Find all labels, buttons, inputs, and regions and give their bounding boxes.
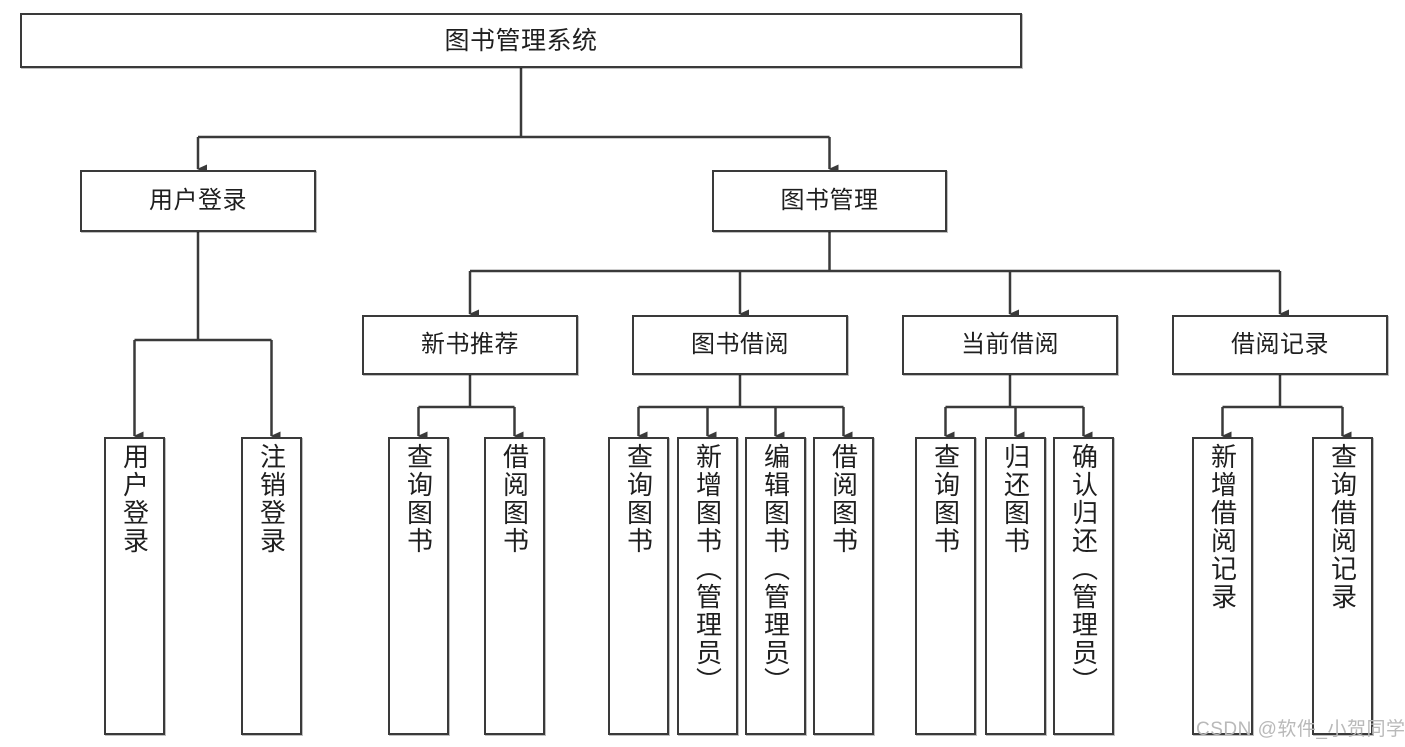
node-label: 借阅图书 — [499, 443, 530, 555]
node-leaf-borrow-1[interactable]: 借阅图书 — [484, 437, 545, 735]
node-label: 归还图书 — [1000, 443, 1031, 555]
node-label: 注销登录 — [256, 443, 287, 555]
node-leaf-return[interactable]: 归还图书 — [985, 437, 1046, 735]
node-label: 编辑图书（管理员） — [760, 443, 791, 695]
node-label: 新增借阅记录 — [1207, 443, 1238, 611]
node-leaf-q-book-3[interactable]: 查询图书 — [915, 437, 976, 735]
node-leaf-q-book-2[interactable]: 查询图书 — [608, 437, 669, 735]
node-label: 新书推荐 — [421, 330, 519, 358]
node-label: 借阅记录 — [1231, 330, 1329, 358]
node-book-manage[interactable]: 图书管理 — [712, 170, 947, 232]
node-label: 当前借阅 — [961, 330, 1059, 358]
node-leaf-q-rec[interactable]: 查询借阅记录 — [1312, 437, 1373, 735]
node-label: 查询借阅记录 — [1327, 443, 1358, 611]
node-label: 借阅图书 — [828, 443, 859, 555]
node-leaf-confirm[interactable]: 确认归还（管理员） — [1053, 437, 1114, 735]
node-label: 新增图书（管理员） — [692, 443, 723, 695]
node-leaf-logout[interactable]: 注销登录 — [241, 437, 302, 735]
node-leaf-borrow-2[interactable]: 借阅图书 — [813, 437, 874, 735]
node-label: 查询图书 — [623, 443, 654, 555]
watermark-text: CSDN @软件_小贺同学 — [1196, 719, 1405, 740]
node-leaf-add-rec[interactable]: 新增借阅记录 — [1192, 437, 1253, 735]
node-current-borrow[interactable]: 当前借阅 — [902, 315, 1118, 375]
node-label: 确认归还（管理员） — [1068, 443, 1099, 695]
node-leaf-edit-book[interactable]: 编辑图书（管理员） — [745, 437, 806, 735]
node-user-login[interactable]: 用户登录 — [80, 170, 316, 232]
node-root[interactable]: 图书管理系统 — [20, 13, 1022, 68]
node-borrow-record[interactable]: 借阅记录 — [1172, 315, 1388, 375]
node-leaf-add-book[interactable]: 新增图书（管理员） — [677, 437, 738, 735]
node-label: 查询图书 — [930, 443, 961, 555]
node-label: 查询图书 — [403, 443, 434, 555]
node-book-borrow[interactable]: 图书借阅 — [632, 315, 848, 375]
node-label: 图书借阅 — [691, 330, 789, 358]
node-new-book-rec[interactable]: 新书推荐 — [362, 315, 578, 375]
node-label: 图书管理系统 — [444, 26, 598, 55]
node-label: 图书管理 — [780, 186, 879, 214]
node-leaf-user-login[interactable]: 用户登录 — [104, 437, 165, 735]
node-label: 用户登录 — [149, 186, 247, 214]
node-label: 用户登录 — [119, 443, 150, 555]
node-leaf-q-book-1[interactable]: 查询图书 — [388, 437, 449, 735]
